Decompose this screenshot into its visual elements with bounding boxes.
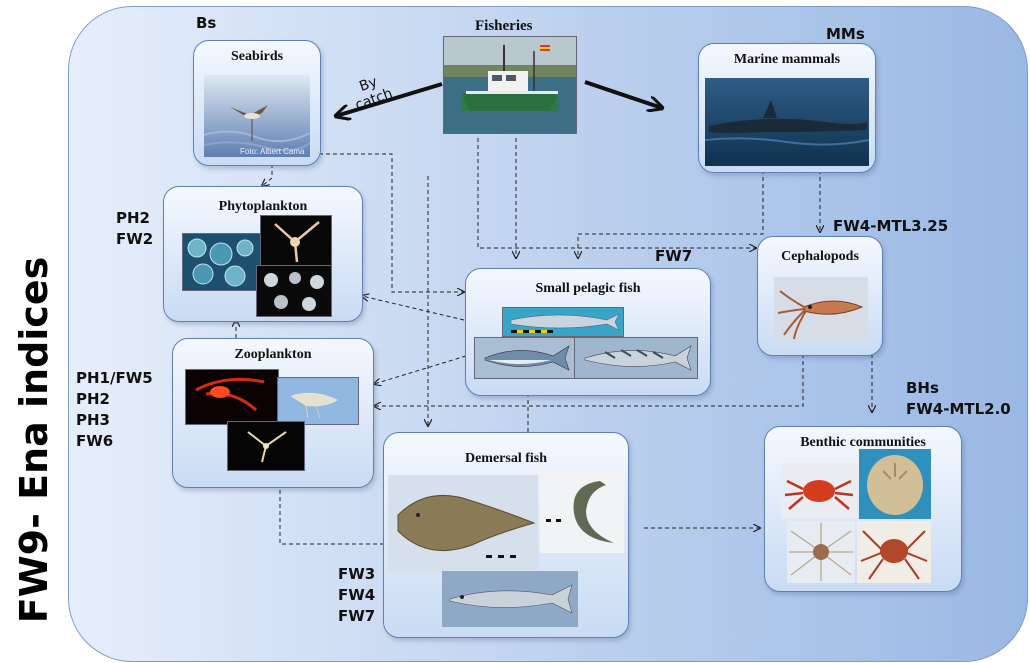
phytoplankton-indices: PH2 FW2: [116, 208, 153, 250]
benthic-index-1: BHs: [906, 379, 939, 397]
seabirds-box: Seabirds Foto: Albert Cama: [193, 40, 321, 166]
whale-photo: [705, 78, 869, 166]
demersal-index-3: FW7: [338, 607, 376, 625]
mackerel-photo: [574, 337, 698, 379]
benthic-title: Benthic communities: [800, 435, 926, 450]
fishing-boat-photo: [443, 36, 577, 134]
small-pelagic-index: FW7: [655, 247, 693, 265]
seabird-photo-credit: Foto: Albert Cama: [240, 147, 305, 156]
side-title: FW9- Ena indices: [12, 256, 56, 624]
seabird-photo: [204, 75, 310, 157]
benthic-index-2: FW4-MTL2.0: [906, 400, 1011, 418]
diatom-photo: [182, 233, 262, 291]
demersal-indices: FW3 FW4 FW7: [338, 564, 375, 627]
phytoplankton-title: Phytoplankton: [218, 199, 308, 214]
phytoplankton-index-2: FW2: [116, 230, 154, 248]
zooplankton-index-4: FW6: [76, 432, 114, 450]
krill-photo: [277, 377, 359, 425]
copepod-photo: [185, 369, 279, 425]
marine-mammals-tag: MMs: [826, 25, 865, 43]
dinoflagellate-photo: [260, 215, 332, 267]
zooplankton-box: Zooplankton: [172, 338, 374, 488]
crab-photo: [781, 463, 857, 519]
squid-photo: [774, 277, 868, 341]
cephalopods-title: Cephalopods: [781, 249, 859, 264]
phytoplankton-box: Phytoplankton: [163, 186, 363, 322]
zooplankton-title: Zooplankton: [234, 347, 312, 362]
demersal-title: Demersal fish: [464, 451, 548, 466]
spider-crab-photo: [857, 521, 931, 583]
demersal-index-1: FW3: [338, 565, 376, 583]
cephalopods-box: Cephalopods: [757, 236, 883, 356]
hake-photo: [442, 571, 578, 627]
zooplankton-index-1: PH1/FW5: [76, 369, 153, 387]
marine-mammals-title: Marine mammals: [733, 52, 841, 67]
larva-photo: [227, 421, 305, 471]
seabirds-title: Seabirds: [230, 49, 284, 64]
anglerfish-photo: [388, 475, 538, 573]
anchovy-photo: [502, 307, 624, 337]
phytoplankton-index-1: PH2: [116, 209, 150, 227]
seabirds-tag: Bs: [196, 14, 217, 32]
zooplankton-index-2: PH2: [76, 390, 110, 408]
zooplankton-index-3: PH3: [76, 411, 110, 429]
small-pelagic-box: Small pelagic fish: [465, 268, 711, 396]
cephalopods-index: FW4-MTL3.25: [833, 217, 949, 235]
fisheries-label: Fisheries: [475, 18, 533, 34]
benthic-box: Benthic communities: [764, 426, 962, 592]
benthic-indices: BHs FW4-MTL2.0: [906, 378, 1011, 420]
zooplankton-indices: PH1/FW5 PH2 PH3 FW6: [76, 368, 153, 452]
marine-mammals-box: Marine mammals: [698, 43, 876, 173]
horse-mackerel-photo: [474, 337, 576, 379]
sand-dollar-photo: [859, 449, 931, 519]
small-pelagic-title: Small pelagic fish: [535, 281, 641, 296]
demersal-index-2: FW4: [338, 586, 376, 604]
dogfish-photo: [540, 469, 624, 553]
sea-urchin-photo: [787, 521, 855, 583]
coccolith-photo: [256, 265, 332, 317]
demersal-box: Demersal fish: [383, 432, 629, 638]
